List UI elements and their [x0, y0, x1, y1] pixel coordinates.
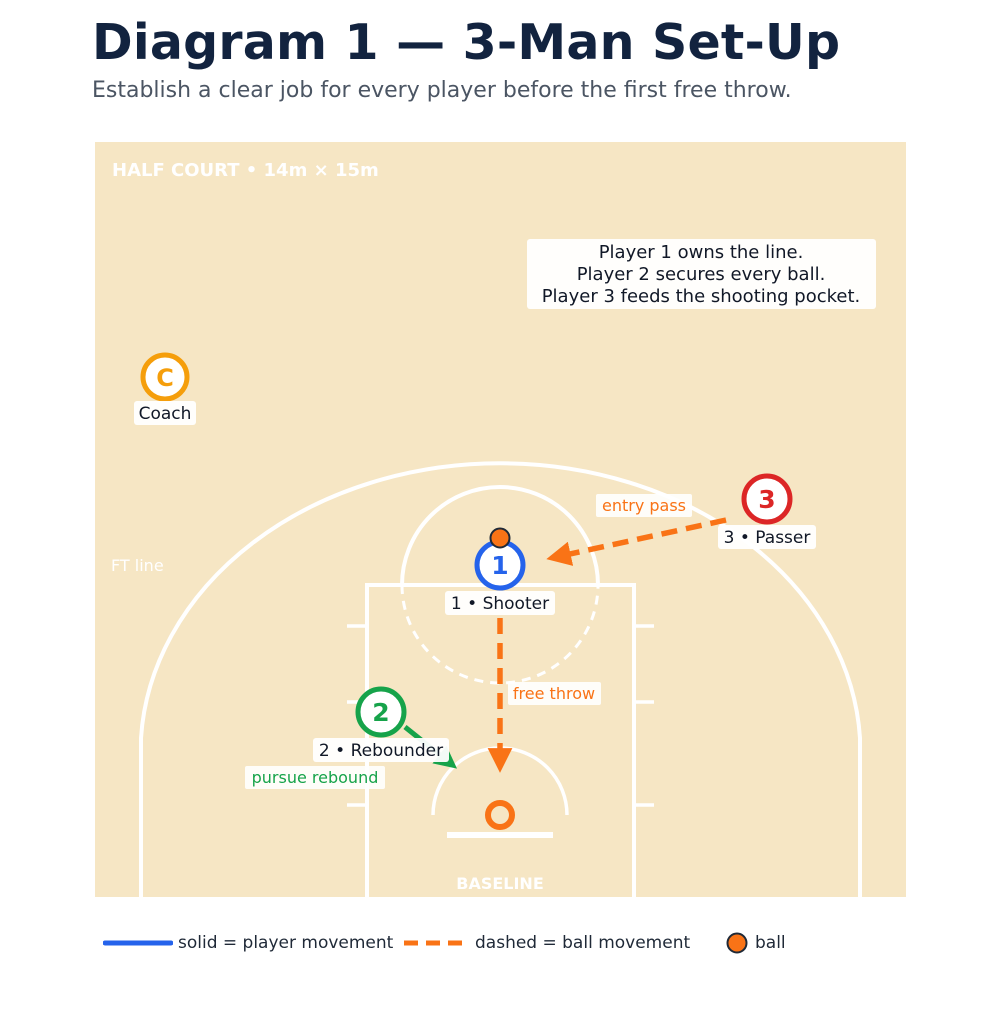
coach-marker[interactable]: C	[140, 352, 190, 402]
court-label: HALF COURT • 14m × 15m	[112, 160, 379, 181]
legend-dashed-label: dashed = ball movement	[475, 933, 691, 953]
ft-line-label: FT line	[111, 556, 164, 575]
legend-ball: ball	[725, 928, 786, 958]
player-1-number: 1	[491, 551, 508, 580]
entry-pass-label: entry pass	[602, 496, 686, 515]
legend-ball-label: ball	[755, 933, 786, 953]
note-line: Player 3 feeds the shooting pocket.	[542, 286, 861, 307]
legend-solid: solid = player movement	[103, 928, 393, 958]
coach-label: Coach	[139, 404, 192, 424]
player-1-label-bg	[445, 591, 555, 615]
legend: solid = player movement dashed = ball mo…	[0, 928, 1000, 958]
dashed-line-swatch	[404, 940, 466, 946]
pursue-rebound-label: pursue rebound	[252, 768, 379, 787]
coaching-note: Player 1 owns the line. Player 2 secures…	[527, 239, 876, 309]
legend-solid-label: solid = player movement	[178, 933, 394, 953]
player-2-marker[interactable]: 2	[355, 686, 407, 738]
ball-swatch	[726, 932, 748, 954]
page-subtitle: Establish a clear job for every player b…	[92, 78, 792, 103]
note-line: Player 1 owns the line.	[599, 242, 804, 263]
ball[interactable]	[489, 527, 511, 549]
coach-circle	[140, 352, 190, 402]
baseline-label: BASELINE	[456, 874, 544, 893]
three-point-line	[139, 461, 862, 897]
player-2-number: 2	[372, 698, 389, 727]
player-3-label-bg	[718, 525, 816, 549]
player-1-label: 1 • Shooter	[451, 594, 549, 614]
player-3-circle	[741, 473, 793, 525]
solid-line-swatch	[103, 940, 173, 946]
coach-marker-letter: C	[156, 364, 174, 392]
lane-hash-marks	[347, 624, 654, 807]
player-3-label: 3 • Passer	[724, 528, 811, 548]
free-throw-label-bg	[508, 682, 601, 705]
coach-label-bg	[134, 401, 196, 425]
player-3-marker[interactable]: 3	[741, 473, 793, 525]
entry-pass-label-bg	[596, 494, 692, 517]
free-throw-circle-bottom	[400, 584, 600, 685]
entry-pass-arrow	[546, 517, 727, 566]
player-3-number: 3	[758, 485, 775, 514]
player-2-label-bg	[313, 738, 449, 762]
player-2-label: 2 • Rebounder	[319, 741, 443, 761]
player-1-marker[interactable]: 1	[474, 539, 526, 591]
free-throw-label: free throw	[513, 684, 595, 703]
player-2-circle	[355, 686, 407, 738]
legend-dashed: dashed = ball movement	[402, 928, 690, 958]
free-throw-circle-top	[400, 485, 600, 586]
page-title: Diagram 1 — 3-Man Set-Up	[92, 14, 841, 71]
pursue-rebound-label-bg	[245, 766, 385, 789]
hoop-rim	[485, 800, 515, 830]
coaching-note-box	[527, 239, 876, 309]
note-line: Player 2 secures every ball.	[577, 264, 826, 285]
